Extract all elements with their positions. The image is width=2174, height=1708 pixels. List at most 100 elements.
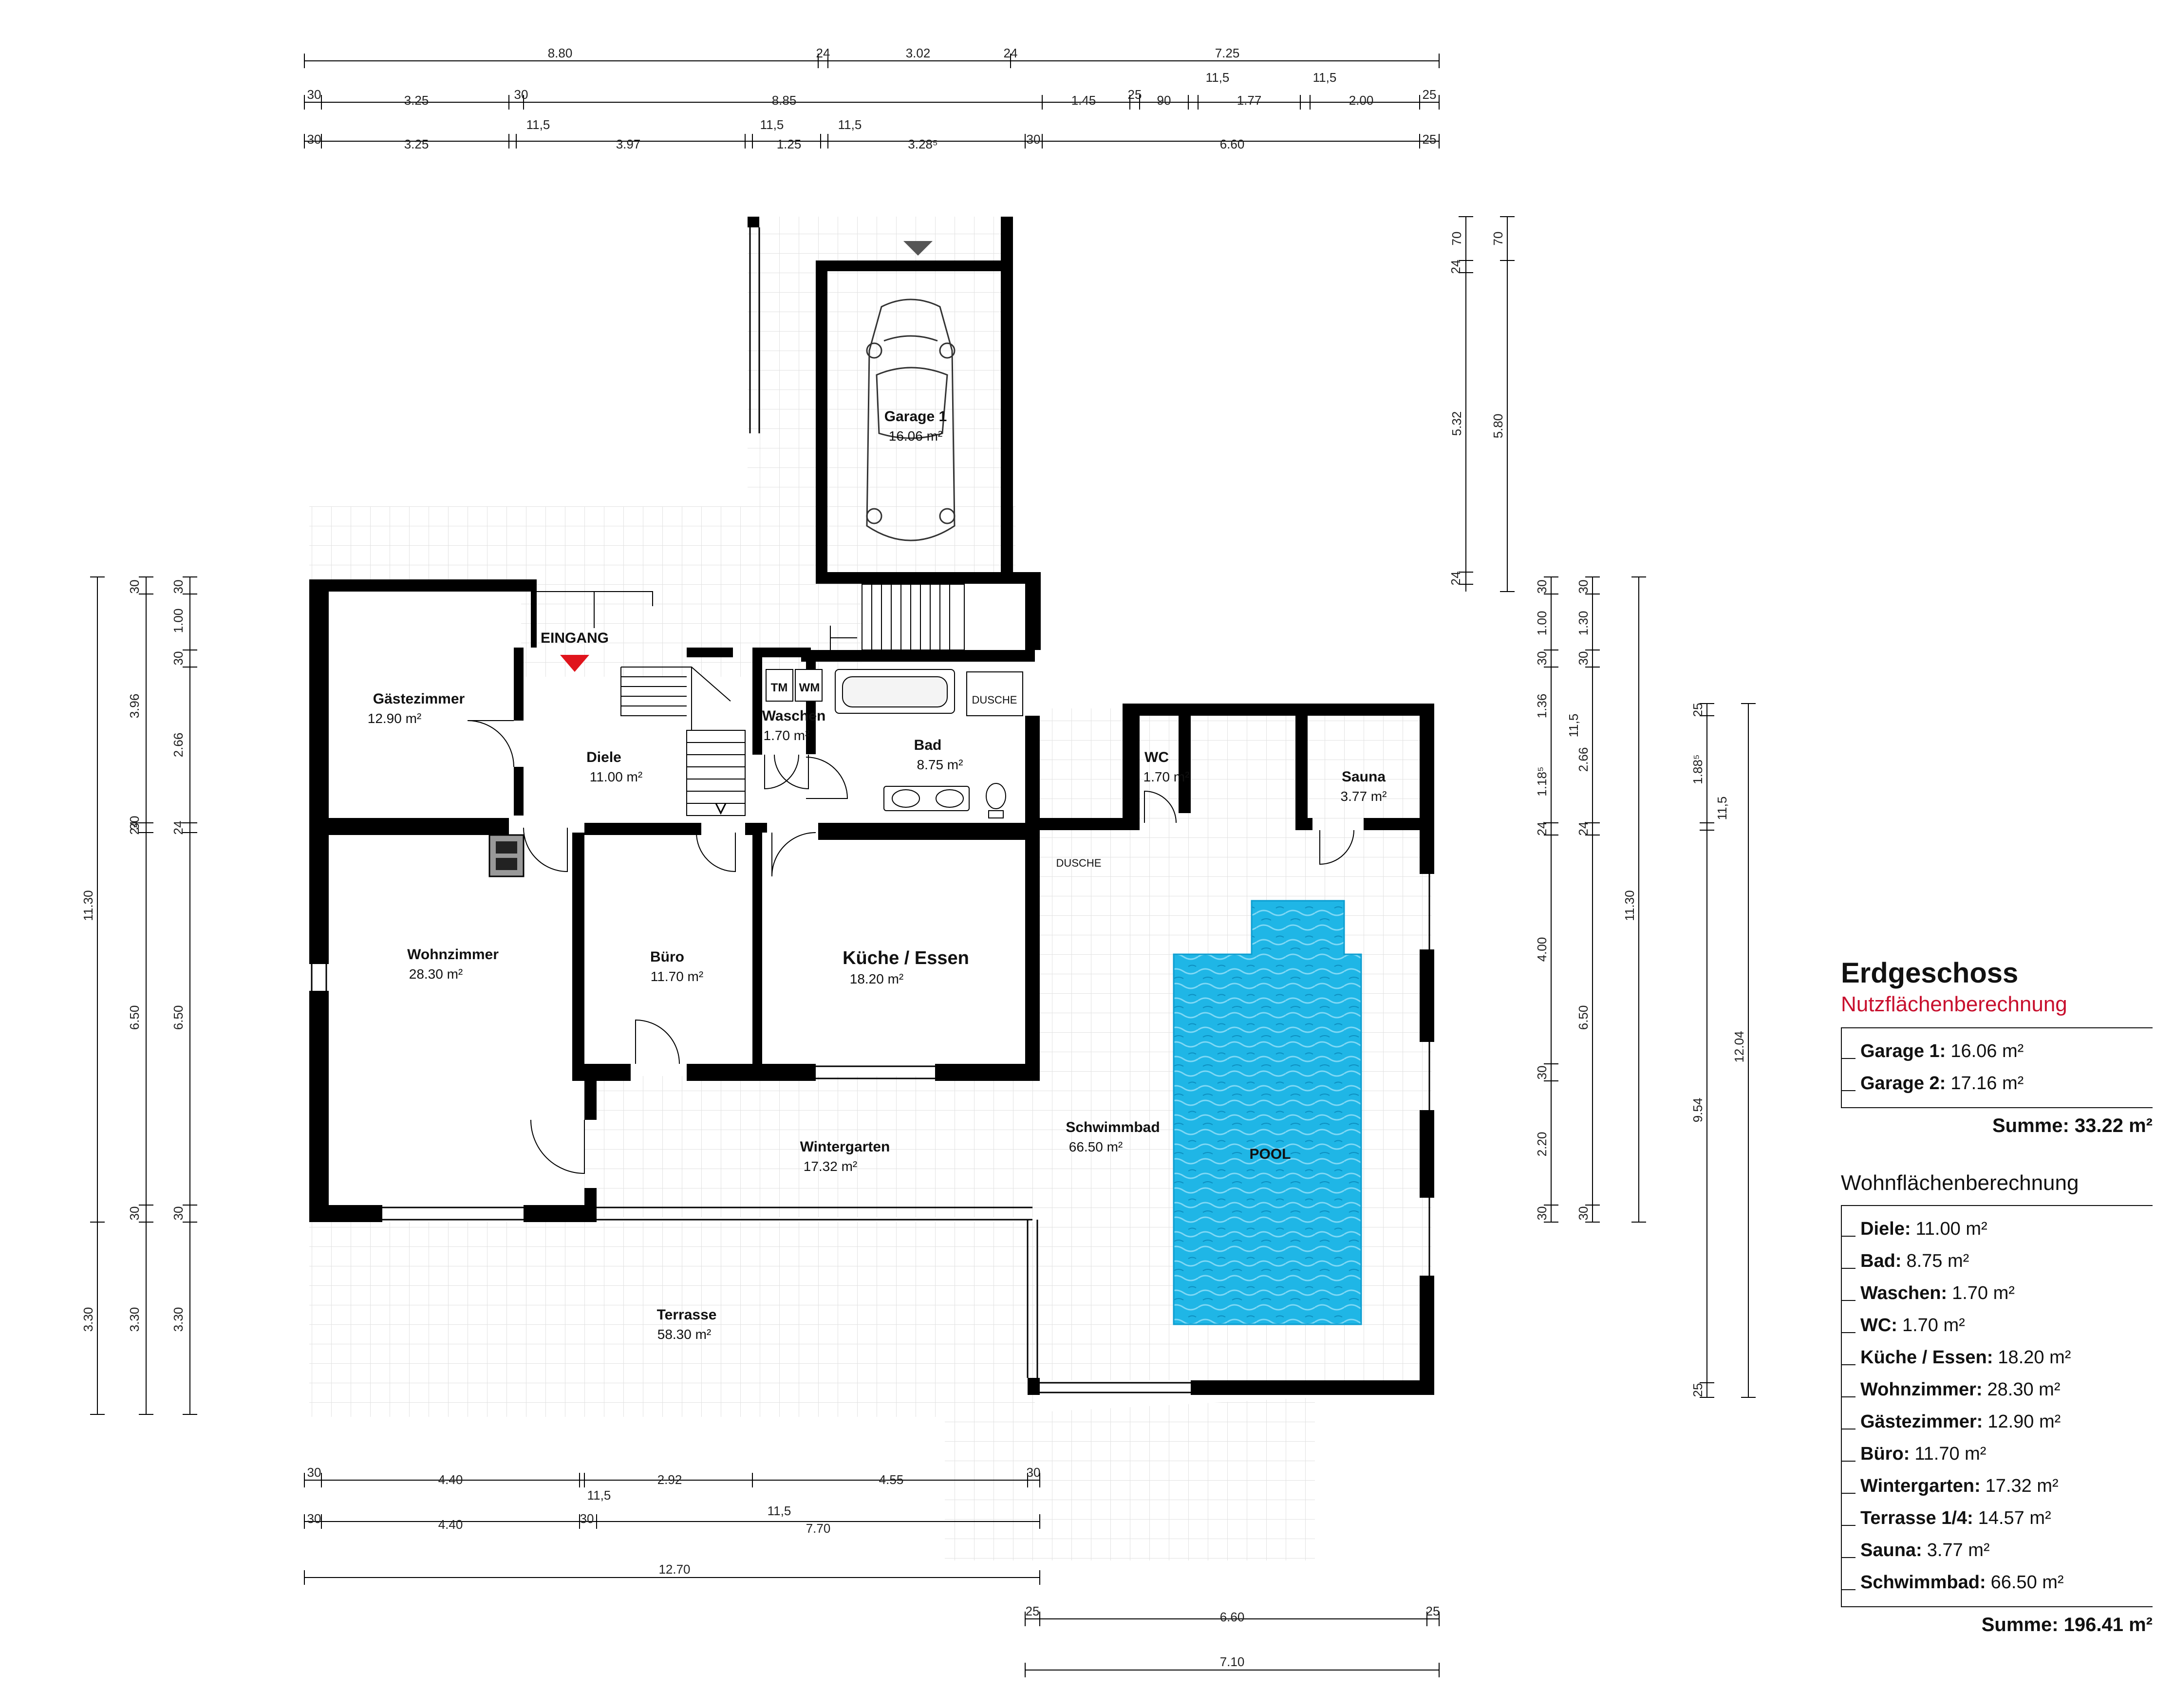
dim-text: 6.50: [1576, 1005, 1591, 1030]
dim-text: 1.00: [1535, 611, 1549, 636]
schwimm-area: 66.50 m²: [1069, 1139, 1123, 1154]
dim-text: 30: [580, 1511, 594, 1526]
dim-text: 30: [1576, 1207, 1591, 1221]
dim-text: 2.66: [171, 733, 186, 758]
dim-text: 8.80: [548, 46, 573, 60]
dim-text: 25: [1423, 87, 1437, 102]
wc-name: WC: [1144, 749, 1169, 765]
vertical-dimension-texts: 11.30 3.30 30 3.96 30 24 6.50 30 3.30 30…: [81, 232, 1746, 1397]
buero-name: Büro: [650, 949, 684, 965]
dim-text: 1.00: [171, 609, 186, 633]
dim-text: 8.85: [772, 93, 797, 108]
dim-text: 3.96: [127, 694, 142, 719]
dim-text: 25: [1690, 1383, 1705, 1397]
terrasse-area: 58.30 m²: [657, 1327, 712, 1342]
dim-text: 30: [171, 580, 186, 594]
doors: [467, 591, 1354, 1174]
dim-text: 3.25: [404, 93, 429, 108]
dim-text: 5.32: [1449, 411, 1464, 436]
dim-text: 25: [1690, 703, 1705, 717]
list-item: WC:1.70 m²: [1842, 1309, 2153, 1341]
list-item: Büro:11.70 m²: [1842, 1438, 2153, 1470]
dim-text: 7.25: [1215, 46, 1240, 60]
dim-text: 11,5: [1715, 797, 1729, 820]
bad-area: 8.75 m²: [917, 757, 963, 772]
list-item: Terrasse 1/4:14.57 m²: [1842, 1502, 2153, 1534]
dim-text: 24: [171, 821, 186, 835]
nutzflaeche-heading: Nutzflächenberechnung: [1841, 992, 2067, 1016]
list-item: Sauna:3.77 m²: [1842, 1534, 2153, 1566]
dim-text: 30: [514, 87, 528, 102]
schwimm-name: Schwimmbad: [1066, 1119, 1160, 1135]
dim-text: 30: [307, 87, 321, 102]
dim-text: 1.30: [1576, 611, 1591, 636]
dim-text: 25: [1423, 132, 1437, 147]
list-item: Gästezimmer:12.90 m²: [1842, 1406, 2153, 1438]
stairs: [620, 584, 965, 816]
dim-text: 24: [1448, 260, 1463, 274]
dim-text: 30: [127, 580, 142, 594]
dim-text: 11,5: [1206, 70, 1230, 85]
forecourt-tiles: [309, 506, 1015, 579]
winter-name: Wintergarten: [800, 1139, 890, 1155]
dim-text: 3.97: [616, 137, 641, 151]
dim-text: 7.70: [806, 1521, 831, 1536]
tiled-areas: [309, 217, 1432, 1560]
dusche-bad-label: DUSCHE: [972, 694, 1017, 706]
dimension-texts: 8.80 24 3.02 24 7.25 30 3.25 30 8.85 1.4…: [307, 46, 1440, 1669]
fireplace-insert: [496, 841, 517, 854]
list-item: Diele:11.00 m²: [1842, 1213, 2153, 1245]
dim-text: 3.25: [404, 137, 429, 151]
dim-text: 30: [307, 1511, 321, 1526]
dim-text: 7.10: [1220, 1654, 1245, 1669]
dim-text: 30: [307, 132, 321, 147]
waschen-name: Waschen: [762, 708, 826, 724]
dim-text: 6.60: [1220, 1610, 1245, 1624]
list-item: Garage 1:16.06 m²: [1842, 1035, 2153, 1067]
winter-area: 17.32 m²: [804, 1159, 858, 1174]
pool: [1173, 900, 1362, 1325]
dim-text: 1.45: [1071, 93, 1096, 108]
dim-text: 3.30: [171, 1307, 186, 1332]
sauna-area: 3.77 m²: [1341, 789, 1387, 804]
terrasse-lower-tiles: [945, 1397, 1315, 1560]
waschen-area: 1.70 m²: [764, 728, 810, 743]
kueche-name: Küche / Essen: [843, 948, 969, 968]
dim-text: 1.77: [1237, 93, 1262, 108]
wohnflaeche-list: Diele:11.00 m² Bad:8.75 m² Waschen:1.70 …: [1841, 1205, 2153, 1607]
dim-text: 30: [171, 1207, 186, 1221]
list-item: Bad:8.75 m²: [1842, 1245, 2153, 1277]
dim-text: 1.88⁵: [1690, 754, 1705, 784]
dim-text: 25: [1426, 1604, 1440, 1618]
dim-text: 3.30: [81, 1307, 95, 1332]
diele-name: Diele: [586, 749, 621, 765]
terrasse-tiles: [309, 1222, 1035, 1417]
dim-text: 12.04: [1732, 1031, 1746, 1062]
room-labels: Garage 1 16.06 m² Gästezimmer 12.90 m² D…: [368, 408, 1387, 1342]
dim-text: 5.80: [1491, 414, 1505, 439]
entrance-arrow-icon: [560, 655, 589, 672]
gast-name: Gästezimmer: [373, 691, 465, 707]
dim-text: 30: [171, 651, 186, 666]
dim-text: 1.18⁵: [1535, 766, 1549, 796]
wohnflaeche-heading: Wohnflächenberechnung: [1841, 1171, 2079, 1195]
dim-text: 4.40: [438, 1472, 463, 1487]
garage-arrow-icon: [903, 241, 933, 256]
buero-area: 11.70 m²: [651, 969, 703, 984]
wm-label: WM: [799, 681, 820, 694]
dim-text: 11,5: [1566, 714, 1581, 738]
dimension-lines: [90, 54, 1756, 1677]
list-item: Küche / Essen:18.20 m²: [1842, 1341, 2153, 1374]
wc-area: 1.70 m²: [1143, 769, 1190, 784]
fireplace: [488, 834, 525, 877]
dim-text: 25: [1026, 1604, 1040, 1618]
bath-fixtures: [766, 669, 1023, 818]
dim-text: 24: [1535, 822, 1549, 836]
windows: [311, 227, 1430, 1393]
nutzflaeche-list: Garage 1:16.06 m² Garage 2:17.16 m²: [1841, 1027, 2153, 1108]
dim-text: 11,5: [760, 117, 784, 132]
gast-area: 12.90 m²: [368, 711, 422, 726]
nutzflaeche-sum: Summe: 33.22 m²: [1992, 1115, 2153, 1136]
dim-text: 30: [1576, 651, 1591, 666]
